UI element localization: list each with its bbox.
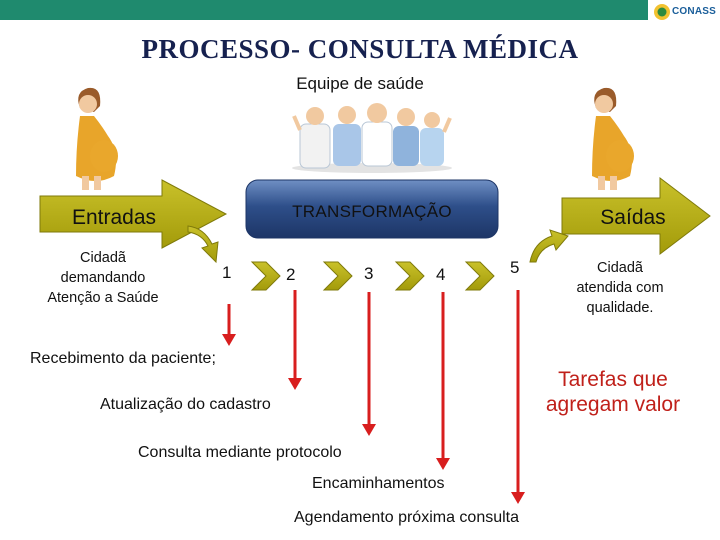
step-chevron	[394, 261, 425, 291]
input-description-line: Atenção a Saúde	[47, 290, 159, 306]
step-number: 4	[436, 265, 446, 284]
transformation-label: TRANSFORMAÇÃO	[292, 202, 452, 221]
value-note-line: agregam valor	[545, 393, 681, 416]
pregnant-woman-illustration	[76, 87, 118, 190]
inputs-label: Entradas	[71, 206, 157, 229]
logo-icon	[654, 4, 670, 20]
transformation-box	[245, 179, 499, 239]
step-number: 2	[286, 265, 296, 284]
pregnant-woman-illustration	[592, 87, 634, 190]
step-number: 3	[364, 264, 374, 283]
step-number: 5	[510, 258, 520, 277]
task-label: Recebimento da paciente;	[30, 350, 216, 367]
logo-text: CONASS	[672, 6, 716, 17]
task-arrow-head	[288, 378, 302, 390]
step-chevron	[322, 261, 353, 291]
step-chevrons	[250, 261, 495, 291]
task-label: Atualização do cadastro	[100, 396, 271, 413]
task-arrow-head	[511, 492, 525, 504]
output-description-line: Cidadã	[597, 260, 643, 276]
task-label: Consulta mediante protocolo	[138, 444, 342, 461]
outputs-arrow	[561, 176, 711, 256]
exit-curved-arrow	[529, 229, 569, 263]
logo: CONASS	[652, 2, 718, 24]
output-description: Cidadã atendida com qualidade.	[560, 258, 680, 318]
task-arrow-head	[222, 334, 236, 346]
value-note-line: Tarefas que	[558, 368, 668, 391]
input-description-line: demandando	[60, 270, 146, 286]
output-description-line: atendida com	[576, 280, 664, 296]
health-team-illustration	[292, 103, 452, 173]
header-bar	[0, 0, 648, 20]
output-description-line: qualidade.	[586, 300, 654, 316]
page-title: PROCESSO- CONSULTA MÉDICA	[141, 34, 579, 64]
input-description-line: Cidadã	[80, 250, 126, 266]
team-label: Equipe de saúde	[296, 74, 424, 93]
task-label: Agendamento próxima consulta	[294, 509, 520, 526]
task-arrows	[222, 290, 525, 504]
step-chevron	[250, 261, 281, 291]
step-chevron	[464, 261, 495, 291]
outputs-label: Saídas	[600, 206, 666, 229]
input-description: Cidadã demandando Atenção a Saúde	[24, 248, 182, 308]
task-arrow-head	[436, 458, 450, 470]
step-number: 1	[222, 263, 232, 282]
value-note: Tarefas que agregam valor	[520, 367, 706, 417]
entry-curved-arrow	[187, 225, 219, 264]
task-label: Encaminhamentos	[312, 475, 445, 492]
task-arrow-head	[362, 424, 376, 436]
